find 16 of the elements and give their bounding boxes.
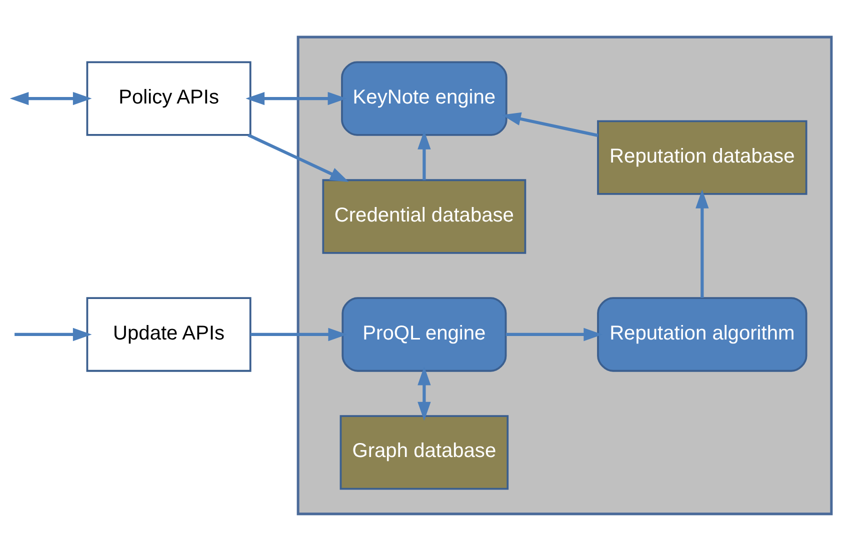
- arrow: [696, 189, 709, 298]
- arrow: [248, 133, 349, 182]
- node-box: Update APIs: [86, 296, 252, 372]
- cluster: [296, 35, 833, 515]
- node-box: Credential database: [322, 178, 526, 254]
- node-box: Graph database: [340, 414, 509, 490]
- arrow: [14, 327, 92, 341]
- node-box: Reputation database: [597, 120, 808, 194]
- node-box: ProQL engine: [342, 296, 507, 372]
- node-box: Reputation algorithm: [597, 296, 808, 372]
- arrow: [246, 91, 347, 105]
- node-box: KeyNote engine: [341, 60, 508, 136]
- arrow: [10, 91, 92, 105]
- arrow: [250, 327, 348, 341]
- arrow: [506, 327, 603, 341]
- node-box: Policy APIs: [86, 60, 252, 136]
